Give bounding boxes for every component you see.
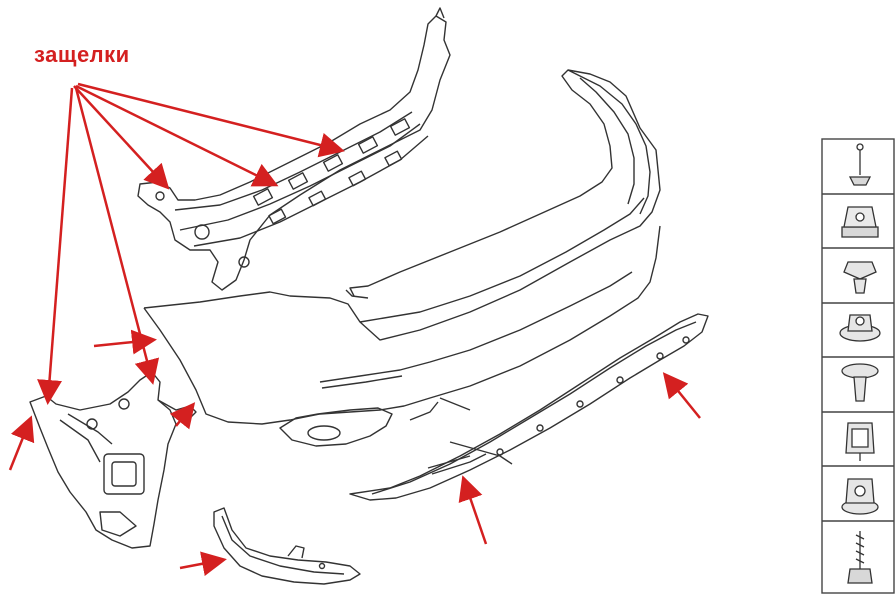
arrow-bumper-cover [93,329,157,355]
callout-arrow [75,84,279,187]
arrow-side-bracket [8,415,35,471]
bumper-reinforcement-bracket [137,7,451,291]
arrow-side-bracket-right [169,402,196,430]
corner-trim-piece [213,507,361,585]
hex-nut-icon [841,478,879,515]
arrow-diffuser-right [662,372,701,419]
fastener-panel [821,138,895,594]
clip-nut-icon [845,422,875,461]
push-rivet-icon [843,261,877,294]
callout-arrows [8,82,701,577]
arrow-diffuser-bottom [458,475,488,545]
plastic-rivet-icon [841,363,879,402]
bolt-icon [847,531,873,584]
callout-arrow [77,82,345,158]
rear-bumper-cover [143,69,661,447]
callout-arrow [74,87,160,385]
screw-icon [848,143,872,186]
spring-clip-icon [841,206,879,238]
callout-arrow [37,87,74,405]
callout-arrow [73,85,170,190]
side-mounting-bracket [29,371,197,549]
flange-nut-icon [839,314,881,342]
lower-diffuser-trim [349,313,709,501]
arrow-corner-trim [179,551,227,577]
callout-label: защелки [34,42,130,67]
